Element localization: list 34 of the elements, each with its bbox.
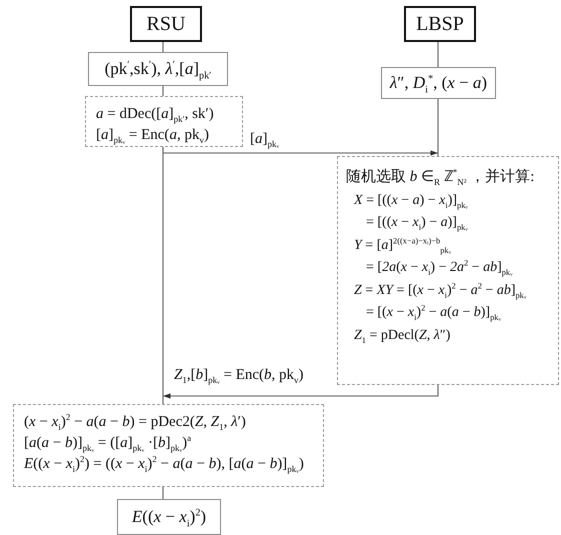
formula: = [(x − x$_{i}$)$^{2}$ − a(a − b)]$_{pkᵥ}$ bbox=[366, 304, 501, 322]
connector-line bbox=[437, 99, 439, 156]
instruction-text: 随机选取 b ∈$_{R}$ ℤ$^{*}$$_{N²}$ ，并计算: bbox=[346, 168, 534, 187]
connector-line bbox=[162, 42, 164, 52]
connector-line bbox=[162, 487, 164, 499]
formula: (x − x$_{i}$)$^{2}$ − a(a − b) = pDec2(Z, Z$_{1}$, λ′) bbox=[24, 413, 246, 432]
computation-box bbox=[337, 156, 559, 385]
edge-label: [a]$_{pkᵥ}$ bbox=[248, 130, 282, 150]
actor-name: LBSP bbox=[416, 12, 464, 36]
formula: [a(a − b)]$_{pkᵥ}$ = ([a]$_{pkᵥ}$ ·[b]$_{pkᵥ}$)$^{a}$ bbox=[24, 434, 192, 452]
formula: [a]$_{pkᵥ}$ = Enc(a, pk$_{v}$) bbox=[96, 126, 209, 144]
connector-line bbox=[162, 86, 164, 96]
formula: X = [((x − a) − x$_{i}$)]$_{pkᵥ}$ bbox=[354, 192, 468, 210]
formula: E((x − x$_{i}$)$^{2}$) bbox=[132, 506, 206, 528]
actor-name: RSU bbox=[146, 12, 186, 36]
formula: = [((x − x$_{i}$) − a)]$_{pkᵥ}$ bbox=[366, 214, 468, 232]
computation-box bbox=[13, 404, 324, 487]
edge-label: Z$_{1}$,[b]$_{pkᵥ}$ = Enc(b, pk$_{v}$) bbox=[172, 366, 306, 386]
computation-box bbox=[85, 96, 243, 147]
arrow bbox=[163, 385, 439, 399]
formula: Z$_{1}$ = pDecl(Z, λ″) bbox=[354, 326, 450, 344]
formula: E((x − x$_{i}$)$^{2}$) = ((x − x$_{i}$)$^{2}$ − a(a − b), [a(a − b)]$_{pkᵥ}$) bbox=[24, 454, 304, 474]
actor-box bbox=[130, 6, 202, 42]
state-box bbox=[88, 52, 228, 86]
connector-line bbox=[437, 42, 439, 67]
actor-box bbox=[404, 6, 476, 42]
formula: λ″, D$_{i}$$^{*}$, (x − a) bbox=[390, 72, 488, 94]
result-box bbox=[117, 499, 221, 535]
formula: a = dDec([a]$_{pk′}$, sk′) bbox=[96, 105, 214, 124]
connector-line bbox=[162, 147, 164, 404]
formula: (pk$^{′}$,sk$^{′}$), λ$^{′}$,[a]$_{pk′}$ bbox=[104, 58, 212, 80]
state-box bbox=[381, 67, 496, 99]
formula: = [2a(x − x$_{i}$) − 2a$^{2}$ − ab]$_{pkᵥ}$ bbox=[366, 259, 513, 277]
formula: Z = XY = [(x − x$_{i}$)$^{2}$ − a$^{2}$ − ab]$_{pkᵥ}$ bbox=[354, 282, 526, 300]
